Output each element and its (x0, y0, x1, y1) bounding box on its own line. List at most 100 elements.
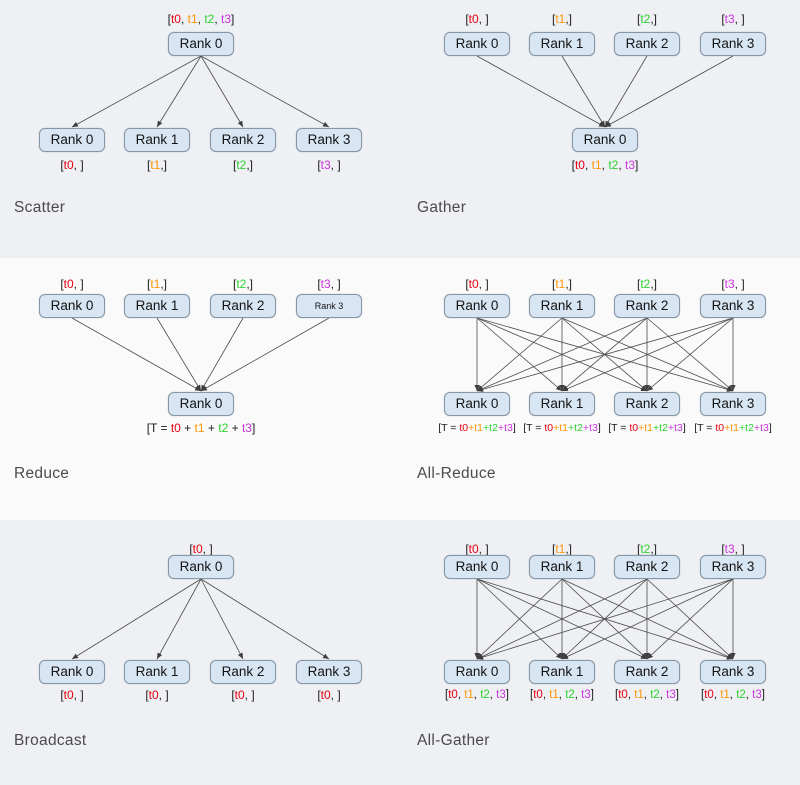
edge-line (476, 578, 648, 660)
tensor-label-segment: t0 (574, 158, 585, 172)
tensor-label-segment: , (618, 158, 626, 172)
tensor-label-segment: t2 (204, 12, 215, 26)
tensor-label-segment: , (214, 12, 222, 26)
tensor-label-segment: , ] (478, 277, 489, 291)
tensor-label-segment: [ (636, 277, 641, 291)
panel-title: Gather (417, 199, 467, 216)
tensor-label-segment: t2 (480, 689, 490, 701)
rank-node: Rank 2 (614, 660, 680, 684)
tensor-label-segment: [T = (438, 422, 460, 434)
tensor-label-segment: t1 (464, 689, 474, 701)
rank-node: Rank 2 (614, 555, 680, 579)
tensor-label-segment: ] (768, 422, 772, 434)
tensor-label-segment: ,] (246, 158, 254, 172)
edges-mesh (474, 317, 736, 392)
edges-fan-out (71, 55, 330, 128)
tensor-label-segment: t0 (533, 689, 543, 701)
rank-node: Rank 0 (444, 555, 510, 579)
tensor-label-segment: , (584, 158, 592, 172)
tensor-label-segment: t0 (704, 689, 714, 701)
rank-node: Rank 0 (444, 32, 510, 56)
rank-node: Rank 3 (700, 660, 766, 684)
edge-line (200, 55, 330, 128)
tensor-label-segment: [ (551, 542, 556, 556)
tensor-label-segment: t1 (634, 689, 644, 701)
tensor-label: [t1,] (492, 12, 632, 26)
tensor-label-segment: t1 (644, 422, 654, 434)
edge-line (156, 578, 202, 660)
rank-node: Rank 0 (39, 128, 105, 152)
tensor-label-segment: + (568, 422, 575, 434)
edges-fan-in (71, 317, 330, 392)
tensor-label-segment: ,] (246, 277, 254, 291)
tensor-label-segment: t3 (752, 689, 762, 701)
rank-node: Rank 3 (700, 392, 766, 416)
tensor-label-segment: t3 (724, 12, 735, 26)
rank-node: Rank 0 (168, 392, 234, 416)
tensor-label-segment: t0 (448, 689, 458, 701)
edge-line (200, 317, 244, 392)
tensor-label-segment: , (180, 12, 188, 26)
tensor-label: [T = t0+t1+t2+t3] (407, 421, 547, 435)
tensor-label-segment: + (204, 421, 219, 435)
edge-line (604, 55, 648, 128)
tensor-label-segment: t0 (468, 12, 479, 26)
tensor-label-segment: ] (231, 12, 235, 26)
tensor-label: [t2,] (173, 158, 313, 172)
tensor-label-segment: t2 (640, 277, 651, 291)
tensor-label-segment: t1 (474, 422, 484, 434)
tensor-label-segment: [T = (694, 422, 716, 434)
panel-title: Scatter (14, 199, 66, 216)
tensor-label-segment: + (753, 422, 761, 434)
tensor-label: [t0, ] (407, 542, 547, 556)
tensor-label-segment: , (542, 689, 550, 701)
tensor-label: [T = t0+t1+t2+t3] (577, 421, 717, 435)
edge-line (71, 317, 202, 392)
rank-node: Rank 0 (39, 660, 105, 684)
tensor-label-segment: , ] (478, 12, 489, 26)
tensor-label-segment: t2 (640, 12, 651, 26)
rank-node: Rank 0 (444, 294, 510, 318)
tensor-label-segment: [ (530, 689, 534, 701)
tensor-label: [t0, t1, t2, t3] (577, 688, 717, 702)
rank-node: Rank 0 (572, 128, 638, 152)
edge-line (476, 317, 734, 392)
tensor-label-segment: + (638, 422, 645, 434)
rank-node: Rank 0 (168, 555, 234, 579)
tensor-label-segment: t2 (640, 542, 651, 556)
edge-line (561, 55, 606, 128)
rank-node: Rank 1 (529, 294, 595, 318)
tensor-label-segment: t3 (241, 421, 252, 435)
tensor-label: [T = t0 + t1 + t2 + t3] (131, 421, 271, 435)
tensor-label: [t0, ] (2, 277, 142, 291)
tensor-label-segment: [ (721, 542, 725, 556)
tensor-label-segment: , ] (158, 688, 169, 702)
tensor-label-segment: t1 (730, 422, 740, 434)
rank-node: Rank 3 (296, 660, 362, 684)
edge-line (200, 578, 244, 660)
tensor-label-segment: t3 (760, 422, 769, 434)
tensor-label-segment: + (739, 422, 746, 434)
tensor-label-segment: [ (60, 688, 64, 702)
tensor-label-segment: , ] (73, 277, 84, 291)
tensor-label: [t1,] (492, 277, 632, 291)
tensor-label-segment: t2 (218, 421, 229, 435)
rank-node: Rank 1 (529, 660, 595, 684)
tensor-label-segment: + (724, 422, 731, 434)
tensor-label-segment: t1 (549, 689, 559, 701)
tensor-label-segment: ,] (160, 277, 168, 291)
tensor-label-segment: [T = (523, 422, 545, 434)
tensor-label-segment: , (659, 689, 667, 701)
tensor-label-segment: + (468, 422, 475, 434)
tensor-label-segment: , ] (330, 277, 341, 291)
tensor-label-segment: , (627, 689, 635, 701)
tensor-label: [t3, ] (663, 542, 800, 556)
panel-title: All-Gather (417, 732, 490, 749)
rank-node: Rank 1 (529, 32, 595, 56)
tensor-label: [t0, ] (2, 158, 142, 172)
